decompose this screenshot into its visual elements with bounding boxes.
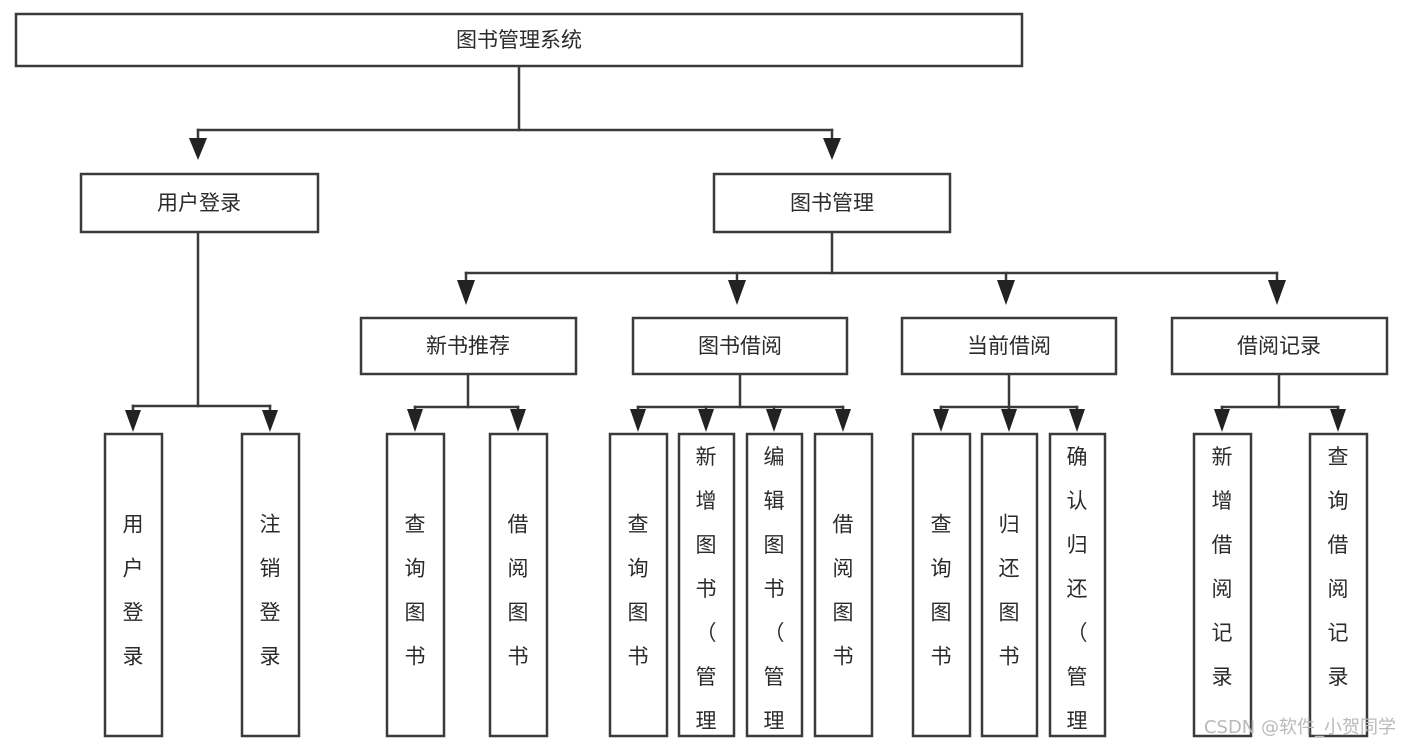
node-leaf-return-book-box[interactable] xyxy=(980,432,1039,738)
arrow-head-new-book-recommend xyxy=(457,280,475,305)
arrow-head-leaf-borrow-book-1 xyxy=(510,409,526,432)
node-leaf-borrow-book-2-box[interactable] xyxy=(813,432,874,738)
node-leaf-add-record-box[interactable] xyxy=(1192,432,1253,738)
node-leaf-borrow-book-2[interactable]: 借阅图书 xyxy=(813,432,874,738)
node-leaf-edit-book-label: 编辑图书（管理员） xyxy=(764,445,785,747)
node-leaf-query-record-label: 查询借阅记录 xyxy=(1328,445,1349,689)
arrow-head-leaf-add-record xyxy=(1214,409,1230,432)
node-leaf-borrow-book-1[interactable]: 借阅图书 xyxy=(488,432,549,738)
node-book-management[interactable]: 图书管理 xyxy=(712,172,952,234)
node-leaf-query-book-3-label: 查询图书 xyxy=(931,512,952,668)
arrow-head-leaf-confirm-return xyxy=(1069,409,1085,432)
node-leaf-query-record[interactable]: 查询借阅记录 xyxy=(1308,432,1369,738)
node-leaf-borrow-book-1-box[interactable] xyxy=(488,432,549,738)
arrow-head-leaf-borrow-book-2 xyxy=(835,409,851,432)
node-current-borrow-label: 当前借阅 xyxy=(967,334,1051,358)
node-borrow-record[interactable]: 借阅记录 xyxy=(1170,316,1389,376)
node-book-borrow[interactable]: 图书借阅 xyxy=(631,316,849,376)
node-leaf-confirm-return[interactable]: 确认归还（管理员） xyxy=(1048,432,1107,747)
arrow-head-leaf-query-book-1 xyxy=(407,409,423,432)
node-leaf-query-book-3-box[interactable] xyxy=(911,432,972,738)
node-root-label: 图书管理系统 xyxy=(456,28,582,52)
connectors-book-management xyxy=(457,230,1286,305)
connectors-new-book-recommend xyxy=(407,372,526,432)
node-borrow-record-label: 借阅记录 xyxy=(1237,334,1321,358)
arrow-head-user-login xyxy=(189,138,207,160)
node-leaf-user-login-box[interactable] xyxy=(103,432,164,738)
arrow-head-book-borrow xyxy=(728,280,746,305)
node-leaf-query-record-box[interactable] xyxy=(1308,432,1369,738)
node-leaf-add-book[interactable]: 新增图书（管理员） xyxy=(677,432,736,747)
leaf-nodes: 用户登录 注销登录 查询图书 借阅图书 查询图书 新增图书（管理员） 编辑图书（… xyxy=(103,432,1369,747)
node-leaf-logout-login-label: 注销登录 xyxy=(260,512,281,668)
connectors-book-borrow xyxy=(630,372,851,432)
node-user-login-label: 用户登录 xyxy=(157,191,241,215)
arrow-head-leaf-query-book-3 xyxy=(933,409,949,432)
arrow-head-book-management xyxy=(823,138,841,160)
node-leaf-query-book-1[interactable]: 查询图书 xyxy=(385,432,446,738)
node-leaf-query-book-2-label: 查询图书 xyxy=(628,512,649,668)
node-book-management-box[interactable] xyxy=(712,172,952,234)
node-leaf-add-record-label: 新增借阅记录 xyxy=(1212,445,1233,689)
node-user-login-box[interactable] xyxy=(79,172,320,234)
node-leaf-return-book-label: 归还图书 xyxy=(999,512,1020,668)
connectors-borrow-record xyxy=(1214,372,1346,432)
node-new-book-recommend[interactable]: 新书推荐 xyxy=(359,316,578,376)
node-book-management-label: 图书管理 xyxy=(790,191,874,215)
node-current-borrow-box[interactable] xyxy=(900,316,1118,376)
connectors-user-login xyxy=(125,230,278,432)
node-leaf-add-record[interactable]: 新增借阅记录 xyxy=(1192,432,1253,738)
arrow-head-leaf-query-book-2 xyxy=(630,409,646,432)
node-user-login[interactable]: 用户登录 xyxy=(79,172,320,234)
node-new-book-recommend-box[interactable] xyxy=(359,316,578,376)
node-leaf-add-book-box[interactable] xyxy=(677,432,736,738)
node-leaf-confirm-return-box[interactable] xyxy=(1048,432,1107,738)
arrow-head-leaf-query-record xyxy=(1330,409,1346,432)
node-leaf-query-book-2-box[interactable] xyxy=(608,432,669,738)
node-book-borrow-label: 图书借阅 xyxy=(698,334,782,358)
node-leaf-logout-login-box[interactable] xyxy=(240,432,301,738)
arrow-head-borrow-record xyxy=(1268,280,1286,305)
connectors-root xyxy=(189,64,841,160)
node-leaf-query-book-2[interactable]: 查询图书 xyxy=(608,432,669,738)
node-book-borrow-box[interactable] xyxy=(631,316,849,376)
arrow-head-leaf-edit-book xyxy=(766,409,782,432)
node-root-box[interactable] xyxy=(14,12,1024,68)
arrow-head-leaf-add-book xyxy=(698,409,714,432)
arrow-head-current-borrow xyxy=(997,280,1015,305)
node-borrow-record-box[interactable] xyxy=(1170,316,1389,376)
node-leaf-borrow-book-1-label: 借阅图书 xyxy=(508,512,529,668)
arrow-head-leaf-return-book xyxy=(1001,409,1017,432)
node-leaf-query-book-3[interactable]: 查询图书 xyxy=(911,432,972,738)
node-leaf-query-book-1-label: 查询图书 xyxy=(405,512,426,668)
node-leaf-user-login[interactable]: 用户登录 xyxy=(103,432,164,738)
watermark-label: CSDN @软件_小贺同学 xyxy=(1204,717,1396,738)
node-leaf-edit-book[interactable]: 编辑图书（管理员） xyxy=(745,432,804,747)
connectors-current-borrow xyxy=(933,372,1085,432)
arrow-head-leaf-user-login xyxy=(125,410,141,432)
node-new-book-recommend-label: 新书推荐 xyxy=(426,334,510,358)
node-leaf-logout-login[interactable]: 注销登录 xyxy=(240,432,301,738)
arrow-head-leaf-logout-login xyxy=(262,410,278,432)
node-leaf-add-book-label: 新增图书（管理员） xyxy=(696,445,717,747)
node-leaf-user-login-label: 用户登录 xyxy=(123,512,144,668)
node-leaf-return-book[interactable]: 归还图书 xyxy=(980,432,1039,738)
node-leaf-edit-book-box[interactable] xyxy=(745,432,804,738)
node-root[interactable]: 图书管理系统 xyxy=(14,12,1024,68)
node-current-borrow[interactable]: 当前借阅 xyxy=(900,316,1118,376)
node-leaf-borrow-book-2-label: 借阅图书 xyxy=(833,512,854,668)
node-leaf-confirm-return-label: 确认归还（管理员） xyxy=(1067,445,1088,747)
node-leaf-query-book-1-box[interactable] xyxy=(385,432,446,738)
